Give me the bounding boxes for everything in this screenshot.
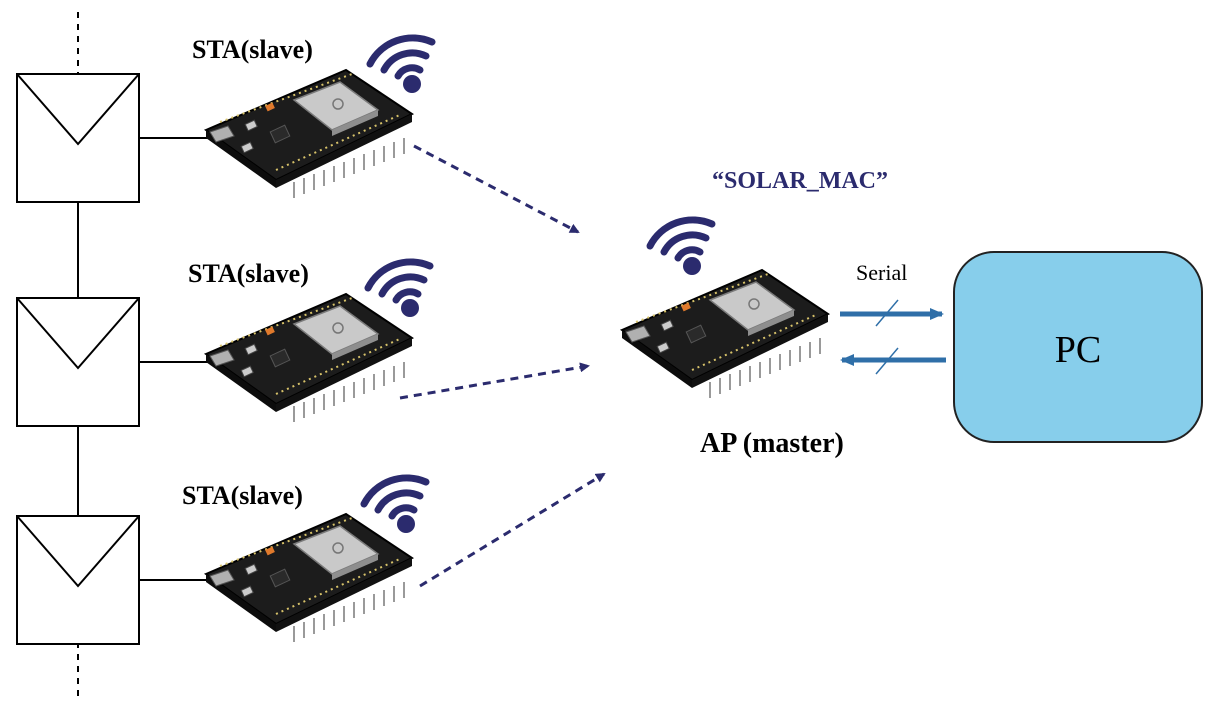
esp32-board-icon xyxy=(205,293,413,423)
serial-slash-bottom xyxy=(875,347,899,375)
sta-ap-arrow-bot xyxy=(419,472,606,588)
wifi-icon xyxy=(370,36,444,94)
esp32-board-icon xyxy=(205,513,413,643)
sta-label-mid: STA(slave) xyxy=(188,259,309,288)
sta-label-bot: STA(slave) xyxy=(182,481,303,510)
sta-label-top: STA(slave) xyxy=(192,35,313,64)
esp32-board-icon xyxy=(621,269,829,399)
pc-box[interactable] xyxy=(953,251,1203,443)
wifi-icon xyxy=(650,218,724,276)
sta-ap-arrow-top xyxy=(413,144,580,234)
ap-label: AP (master) xyxy=(700,428,844,459)
serial-label: Serial xyxy=(856,260,907,285)
ssid-label: “SOLAR_MAC” xyxy=(712,168,888,194)
wifi-icon xyxy=(368,260,442,318)
solar-panel-icon xyxy=(16,73,140,203)
serial-slash-top xyxy=(875,299,899,327)
wifi-icon xyxy=(364,476,438,534)
pc-label: PC xyxy=(1055,329,1101,371)
sta-ap-arrow-mid xyxy=(399,362,590,400)
solar-panel-icon xyxy=(16,515,140,645)
esp32-board-icon xyxy=(205,69,413,199)
solar-panel-icon xyxy=(16,297,140,427)
